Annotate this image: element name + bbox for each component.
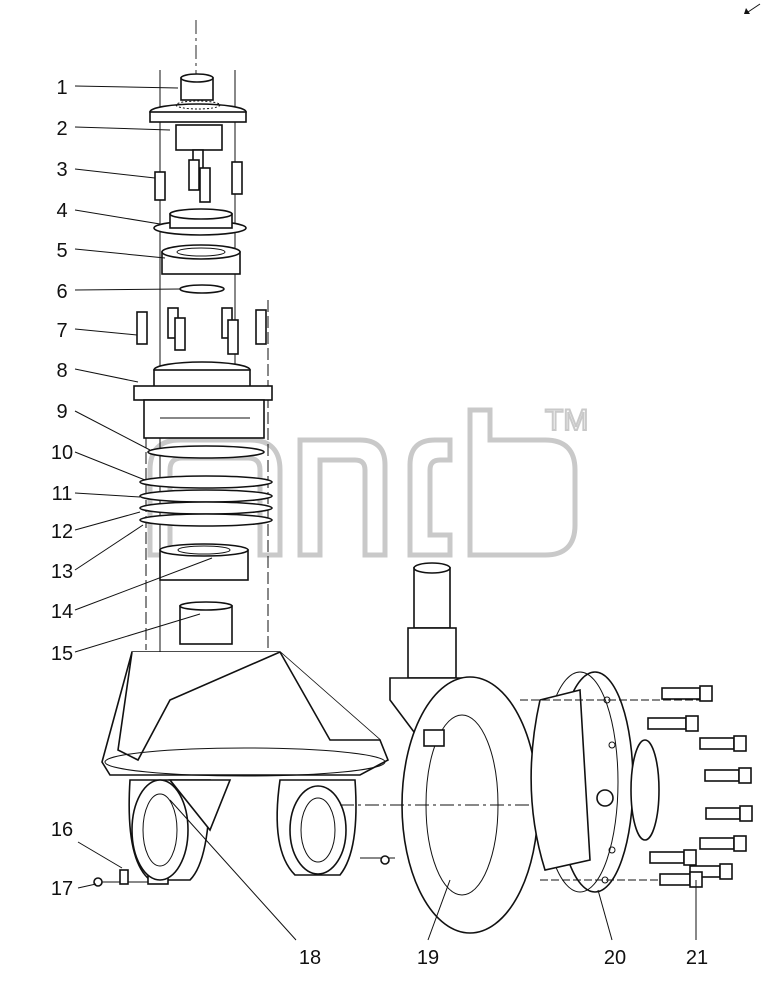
callout-15: 15 bbox=[51, 643, 73, 665]
callout-16: 16 bbox=[51, 819, 73, 841]
callout-9: 9 bbox=[56, 401, 67, 423]
part-21-wheel-bolts bbox=[647, 685, 753, 888]
part-19-knuckle bbox=[340, 562, 545, 934]
part-18-gear-ring bbox=[131, 779, 347, 881]
callout-8: 8 bbox=[56, 360, 67, 382]
part-1-nut bbox=[180, 73, 214, 101]
callout-2: 2 bbox=[56, 118, 67, 140]
part-15-bushing bbox=[179, 601, 233, 645]
part-9-ring bbox=[147, 445, 265, 459]
part-20-hub bbox=[520, 671, 700, 893]
callout-5: 5 bbox=[56, 240, 67, 262]
callout-6: 6 bbox=[56, 281, 67, 303]
callout-4: 4 bbox=[56, 200, 67, 222]
leader-lines bbox=[74, 85, 697, 941]
callout-1: 1 bbox=[56, 77, 67, 99]
part-6-ring bbox=[179, 284, 225, 294]
callout-17: 17 bbox=[51, 878, 73, 900]
callout-21: 21 bbox=[686, 947, 708, 969]
callout-10: 10 bbox=[51, 442, 73, 464]
callout-20: 20 bbox=[604, 947, 626, 969]
part-5-bearing bbox=[161, 244, 241, 275]
part-7-bolts bbox=[136, 307, 267, 355]
part-3-bolts bbox=[154, 159, 243, 203]
watermark-logo: TM bbox=[147, 403, 589, 558]
callout-3: 3 bbox=[56, 159, 67, 181]
part-4-seal-housing bbox=[153, 208, 247, 236]
watermark-tm: TM bbox=[545, 404, 588, 437]
part-14-bearing bbox=[159, 543, 249, 581]
callout-13: 13 bbox=[51, 561, 73, 583]
corner-arrow-icon bbox=[744, 3, 761, 14]
callout-11: 11 bbox=[52, 483, 73, 505]
parts-10-13-shims bbox=[139, 475, 273, 527]
callout-18: 18 bbox=[299, 947, 321, 969]
callout-14: 14 bbox=[51, 601, 73, 623]
callout-12: 12 bbox=[51, 521, 73, 543]
callout-7: 7 bbox=[56, 320, 67, 342]
part-8-housing bbox=[133, 361, 273, 439]
callout-19: 19 bbox=[417, 947, 439, 969]
